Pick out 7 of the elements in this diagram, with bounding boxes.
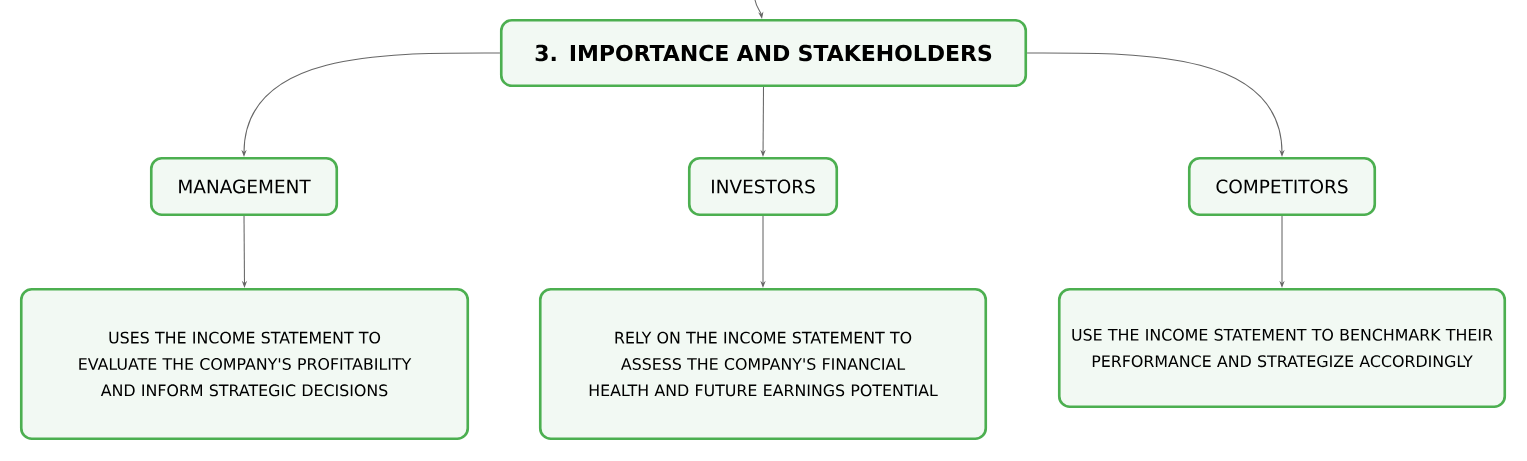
- stakeholder-box: INVESTORS: [687, 156, 839, 217]
- description-box: RELY ON THE INCOME STATEMENT TO ASSESS THE COMPANY'S FINANCIAL HEALTH AND FUTURE EARNINGS POTENTIAL: [538, 287, 988, 441]
- description-box: USE THE INCOME STATEMENT TO BENCHMARK THEIR PERFORMANCE AND STRATEGIZE ACCORDINGLY: [1057, 287, 1507, 409]
- stakeholder-box: MANAGEMENT: [149, 156, 339, 217]
- description-box: USES THE INCOME STATEMENT TO EVALUATE THE COMPANY'S PROFITABILITY AND INFORM STRATEGIC DECISIONS: [19, 287, 470, 441]
- topic-box: 3. IMPORTANCE AND STAKEHOLDERS: [499, 18, 1028, 88]
- stakeholder-box: COMPETITORS: [1187, 156, 1377, 217]
